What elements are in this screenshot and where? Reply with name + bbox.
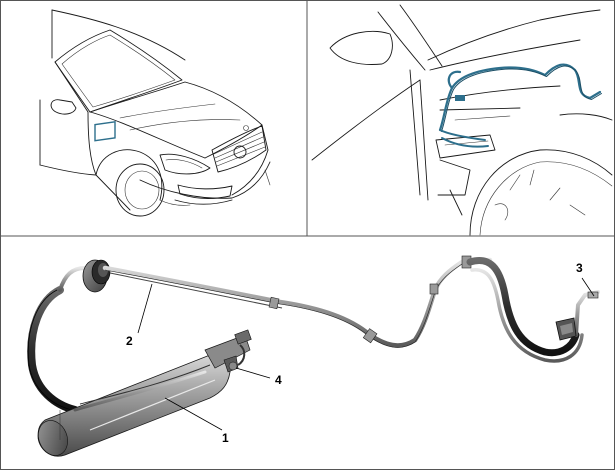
ac-components: 1 2 3 4 — [27, 255, 600, 457]
accumulator-cylinder — [37, 329, 252, 457]
pressure-switch — [223, 355, 239, 373]
ac-hose-right — [466, 257, 600, 363]
ac-pipe-long — [102, 255, 493, 348]
leader-lines — [137, 277, 595, 431]
callout-2: 2 — [126, 334, 133, 348]
car-front-view — [39, 9, 271, 217]
engine-bay-view — [311, 4, 613, 236]
refrigerant-hose — [27, 266, 87, 414]
callout-4: 4 — [275, 373, 282, 387]
callout-3: 3 — [576, 261, 583, 275]
receiver-dryer — [82, 259, 111, 293]
callout-1: 1 — [222, 431, 229, 445]
